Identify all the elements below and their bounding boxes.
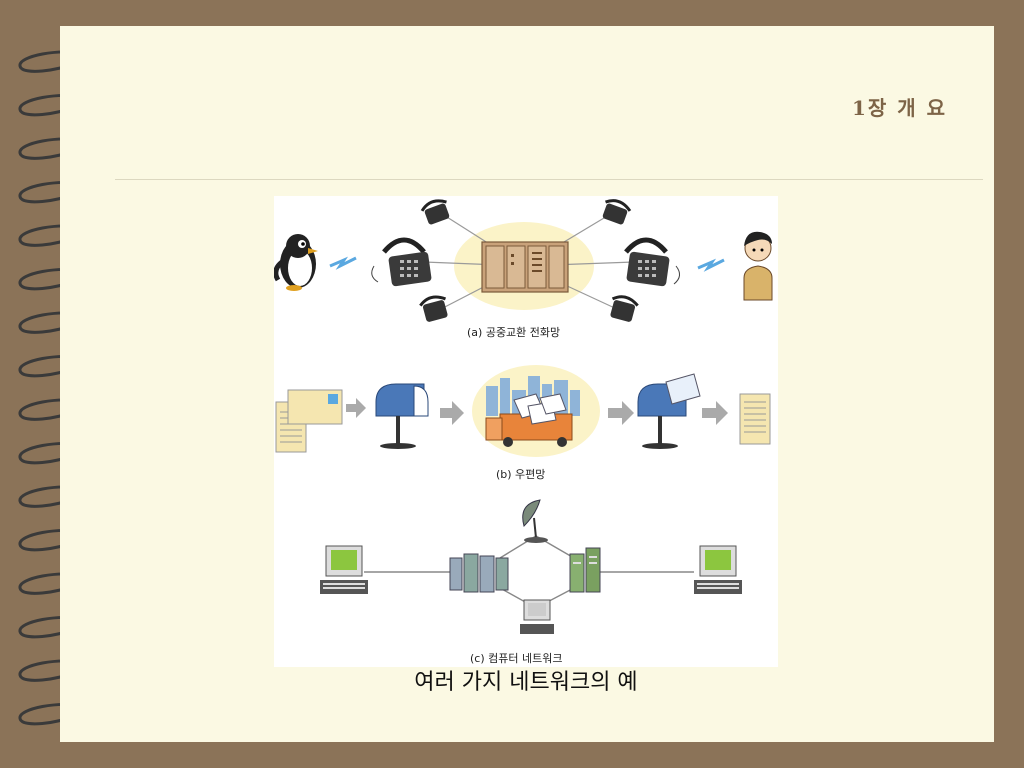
letter-document-icon (739, 393, 771, 445)
letter-envelope-icon (275, 389, 343, 453)
telephone-icon (420, 199, 450, 225)
signal-bolt-icon (697, 258, 725, 272)
person-icon (743, 231, 773, 301)
flow-arrows (346, 398, 728, 425)
telephone-icon (624, 237, 680, 287)
server-rack-icon (449, 553, 509, 593)
panel-c-computer-network (320, 499, 742, 634)
telephone-icon (602, 199, 632, 225)
figure-caption: 여러 가지 네트워크의 예 (414, 670, 638, 695)
city-truck-icon (485, 376, 580, 447)
panel-b-postal-network (275, 365, 771, 457)
exchange-switch-icon (481, 241, 569, 293)
mailbox-icon (637, 373, 701, 449)
telephone-icon (371, 237, 432, 287)
title-divider (115, 179, 983, 180)
computer-icon (320, 545, 368, 594)
panel-a-telephone-network (274, 199, 773, 322)
computer-icon (520, 599, 554, 634)
penguin-icon (274, 234, 318, 291)
slide-title: 1장 개 요 (852, 96, 948, 120)
panel-c-label: (c) 컴퓨터 네트워크 (470, 652, 563, 665)
telephone-icon (419, 295, 448, 322)
network-figure: (a) 공중교환 전화망 (b) 우편망 (c) 컴퓨터 네트워크 (274, 196, 778, 667)
mailbox-icon (375, 383, 429, 449)
computer-icon (694, 545, 742, 594)
telephone-icon (610, 295, 639, 322)
server-icon (569, 547, 601, 593)
panel-b-label: (b) 우편망 (496, 468, 546, 481)
panel-a-label: (a) 공중교환 전화망 (467, 326, 561, 339)
signal-bolt-icon (329, 256, 357, 270)
satellite-dish-icon (522, 499, 548, 543)
